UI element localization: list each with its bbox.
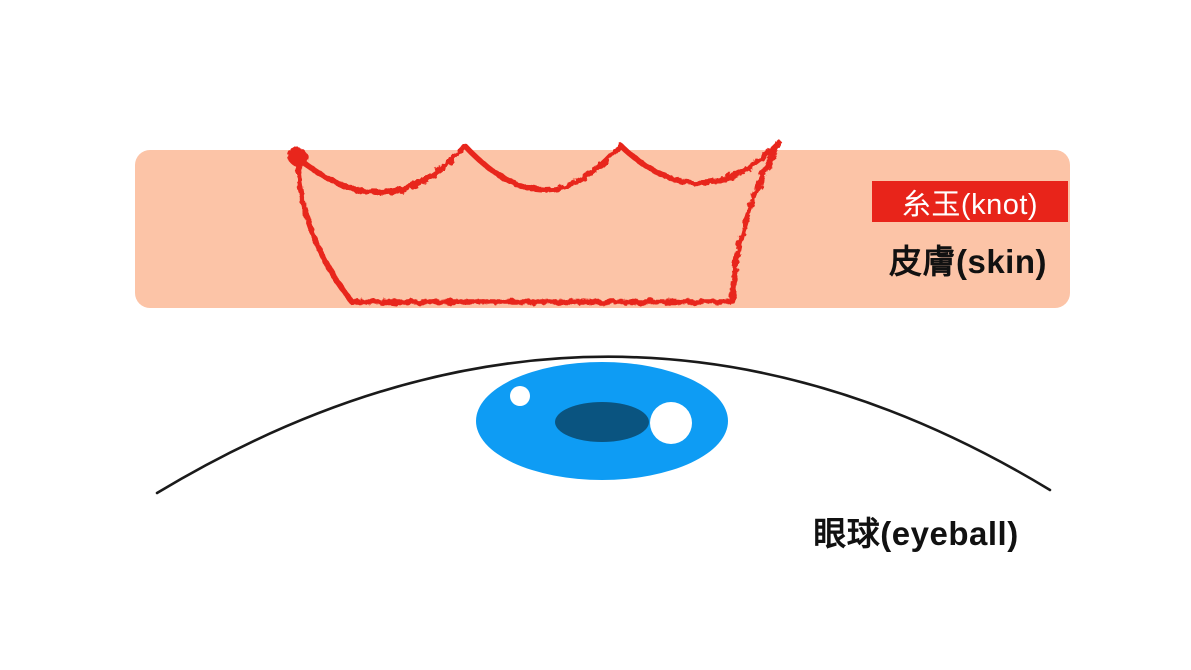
- skin-label: 皮膚(skin): [858, 238, 1078, 280]
- eyeball-curve: [155, 355, 1052, 495]
- suture-thread-group: [288, 140, 782, 305]
- knot-label-text: 糸玉(knot): [901, 188, 1039, 221]
- eyeball-label-text: 眼球(eyeball): [813, 515, 1019, 552]
- eyeball-label: 眼球(eyeball): [806, 510, 1026, 552]
- knot-label-badge: 糸玉(knot): [872, 181, 1068, 222]
- pupil-ellipse: [555, 402, 649, 442]
- skin-band: [135, 150, 1070, 308]
- skin-label-text: 皮膚(skin): [888, 243, 1047, 280]
- pupil-highlight-large: [650, 402, 692, 444]
- knot-dot: [288, 147, 308, 167]
- suture-thread-path: [295, 140, 782, 305]
- iris-highlight-small: [510, 386, 530, 406]
